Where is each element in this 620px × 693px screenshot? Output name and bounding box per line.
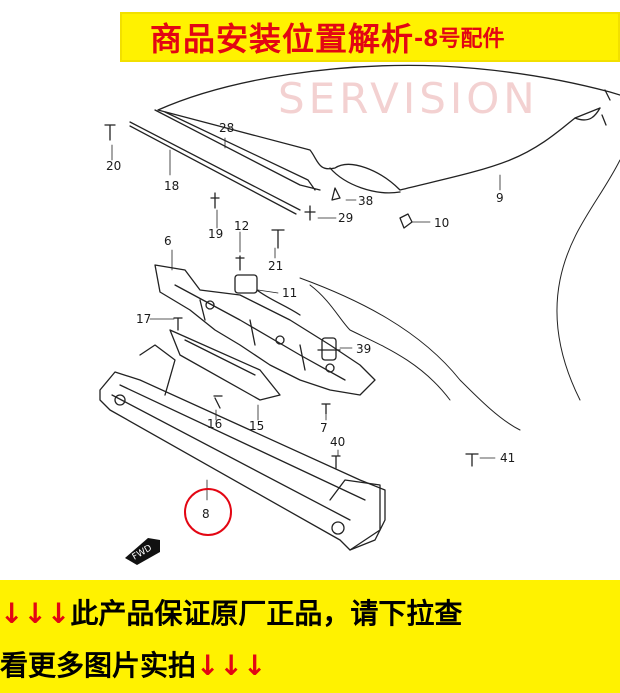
- footer-text-2: 看更多图片实拍: [0, 649, 197, 682]
- part-label-19: 19: [208, 227, 223, 241]
- title-box: 商品安装位置解析 -8号配件: [120, 12, 620, 62]
- down-arrows-left: ↓↓↓: [0, 597, 71, 630]
- banner-title: 商品安装位置解析: [150, 20, 415, 58]
- part-label-6: 6: [164, 234, 172, 248]
- part-label-16: 16: [207, 417, 222, 431]
- banner-subtitle: -8号配件: [414, 27, 505, 52]
- footer-line-2: 看更多图片实拍↓↓↓: [0, 644, 266, 684]
- part-label-38: 38: [358, 194, 373, 208]
- part-label-40: 40: [330, 435, 345, 449]
- lower-bracket: [169, 329, 281, 401]
- down-arrows-right: ↓↓↓: [196, 649, 267, 682]
- part-label-29: 29: [338, 211, 353, 225]
- part-label-21: 21: [268, 259, 283, 273]
- part-label-18: 18: [164, 179, 179, 193]
- watermark: SERVISION: [278, 74, 539, 123]
- part-label-7: 7: [320, 421, 328, 435]
- part-label-11: 11: [282, 286, 297, 300]
- upper-radiator-support: [154, 264, 376, 396]
- part-label-9: 9: [496, 191, 504, 205]
- part-label-41: 41: [500, 451, 515, 465]
- hood-outline: [157, 64, 620, 191]
- part-label-17: 17: [136, 312, 151, 326]
- fwd-arrow-icon: FWD: [125, 538, 160, 565]
- part-label-39: 39: [356, 342, 371, 356]
- footer-line-1: ↓↓↓此产品保证原厂正品，请下拉查: [0, 592, 462, 632]
- footer-banner: [0, 580, 620, 693]
- part-label-20: 20: [106, 159, 121, 173]
- part-label-15: 15: [249, 419, 264, 433]
- part-label-8: 8: [202, 507, 210, 521]
- footer-text-1: 此产品保证原厂正品，请下拉查: [70, 597, 463, 630]
- part-label-10: 10: [434, 216, 449, 230]
- top-banner: 商品安装位置解析 -8号配件: [0, 0, 620, 70]
- parts-diagram: 28 20 18 19 12 21 6 11 17 39 16 15 7 40 …: [99, 64, 620, 565]
- part-label-28: 28: [219, 121, 234, 135]
- highlight-circle: [184, 488, 232, 536]
- part-label-12: 12: [234, 219, 249, 233]
- seal-strip: [154, 109, 321, 191]
